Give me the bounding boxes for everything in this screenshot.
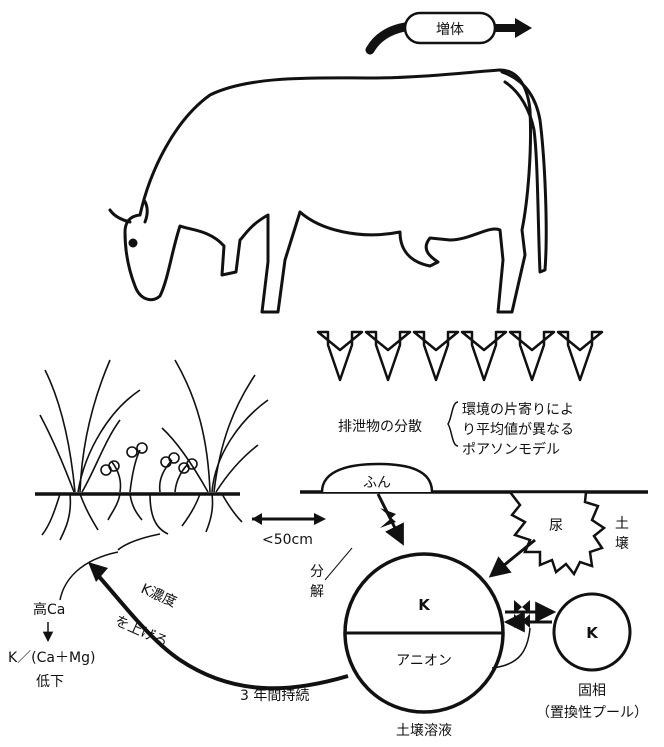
decomposition-arrow [378,494,402,542]
dung-label: ふん [363,475,391,491]
weight-gain-arrow: 増体 [370,13,532,50]
excretion-dispersal-arrows [318,332,602,380]
solution-anion-label: アニオン [396,653,452,669]
solid-phase-k-label: K [586,624,599,642]
note-brace [448,402,458,446]
high-ca-label: 高Ca [33,601,65,618]
ca-leader-line [60,552,118,600]
decomposition-label-bottom: 解 [310,584,324,600]
solid-phase-caption: 固相 [578,683,606,699]
distance-label: <50cm [262,532,313,548]
k-ratio-label: K／(Ca＋Mg) [8,650,95,666]
urine-label: 尿 [549,518,563,534]
cow-illustration [110,70,546,312]
exchangeable-pool-caption: （置換性プール） [536,705,648,721]
soil-solution-caption: 土壌溶液 [396,723,452,739]
note-line-2: り平均値が異なる [462,422,574,438]
exchange-valve-icon [514,600,530,628]
decline-label: 低下 [36,674,64,690]
decomposition-leader [325,548,352,580]
note-line-3: ポアソンモデル [462,441,560,458]
k-return-arrowhead [88,562,108,582]
decomposition-label-top: 分 [310,564,324,580]
solution-k-label: K [418,596,431,614]
duration-label: 3 年間持続 [240,687,309,704]
urine-arrow [492,540,535,575]
distance-arrow [252,513,326,525]
weight-gain-label: 増体 [436,22,464,38]
raise-label: を上げる [112,613,170,650]
k-concentration-label: K濃度 [138,581,178,611]
excretion-dispersal-label: 排泄物の分散 [338,419,422,435]
soil-label-top: 土 [615,516,629,532]
note-line-1: 環境の片寄りによ [462,401,574,418]
grass-and-clover [40,360,268,550]
soil-label-bottom: 壌 [615,536,629,552]
soil-solution-circle [345,554,503,712]
